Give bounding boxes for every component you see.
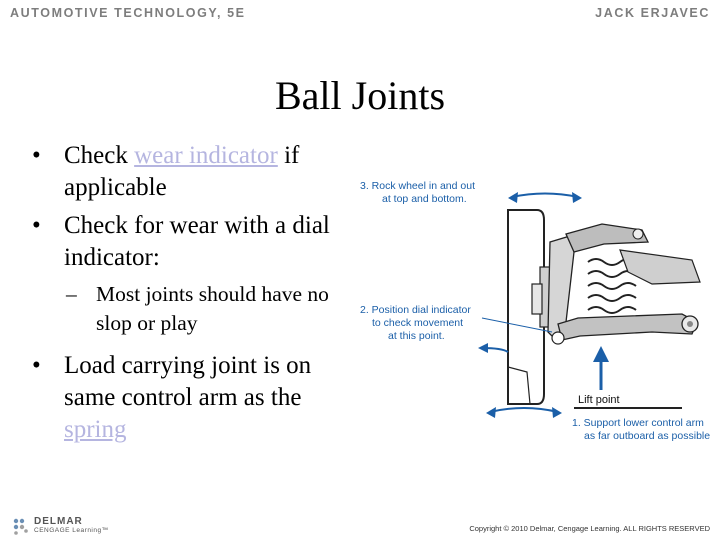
caption-line: 2. Position dial indicator	[360, 304, 471, 316]
arrow-head-icon	[486, 407, 496, 418]
bullet-wear-indicator: • Check wear indicator if applicable	[30, 140, 360, 204]
arrow-head-icon	[552, 407, 562, 418]
hub-icon	[531, 283, 543, 315]
arrow-head-icon	[478, 343, 488, 353]
copyright-notice: Copyright © 2010 Delmar, Cengage Learnin…	[469, 524, 710, 533]
slide-title: Ball Joints	[274, 73, 446, 118]
delmar-logo: DELMAR CENGAGE Learning™	[12, 515, 122, 539]
header-course-title: AUTOMOTIVE TECHNOLOGY, 5E	[10, 6, 246, 20]
bullet-dial-indicator: • Check for wear with a dial indicator:	[30, 210, 360, 274]
logo-text: DELMAR	[34, 516, 83, 527]
caption-line: 3. Rock wheel in and out	[360, 180, 475, 192]
caption-line: as far outboard as possible	[584, 430, 711, 442]
caption-rock-wheel: 3. Rock wheel in and out at top and bott…	[360, 180, 475, 206]
rock-arrow-top-icon	[511, 192, 579, 198]
bullet-text: Check for wear with a dial indicator:	[64, 212, 330, 271]
dial-indicator-icon	[551, 331, 565, 345]
ball-joint-check-diagram: 3. Rock wheel in and out at top and bott…	[352, 172, 720, 472]
bullet-text: if applicable	[64, 142, 300, 201]
caption-line: to check movement	[372, 317, 464, 329]
tire-icon	[507, 209, 545, 405]
bullet-dot-icon: •	[32, 212, 41, 239]
lower-control-arm-icon	[557, 313, 698, 341]
rock-arrow-bottom-icon	[489, 407, 559, 413]
caption-support-arm: 1. Support lower control arm as far outb…	[572, 417, 710, 443]
bullet-dot-icon: •	[32, 142, 41, 169]
header-author: JACK ERJAVEC	[595, 6, 710, 20]
delmar-logo-icon	[13, 518, 28, 535]
upper-control-arm-icon	[565, 223, 650, 253]
bullet-text: Check	[64, 142, 135, 169]
caption-line: at top and bottom.	[382, 193, 467, 205]
arrow-head-icon	[508, 192, 518, 203]
sub-bullet-text: Most joints should have no slop or play	[96, 282, 329, 335]
logo-subtext: CENGAGE Learning™	[34, 527, 109, 534]
bullet-dot-icon: •	[32, 352, 41, 379]
sub-bullet-dash-icon: –	[66, 282, 77, 306]
spring-link[interactable]: spring	[64, 416, 127, 443]
frame-bracket-icon	[619, 249, 701, 285]
suspension-illustration	[478, 192, 701, 418]
caption-line: at this point.	[388, 330, 445, 342]
arrow-head-icon	[572, 192, 582, 203]
bullet-list: • Check wear indicator if applicable • C…	[30, 140, 360, 452]
caption-line: 1. Support lower control arm	[572, 417, 704, 429]
bullet-load-carrying: • Load carrying joint is on same control…	[30, 350, 360, 446]
wear-indicator-link[interactable]: wear indicator	[134, 142, 278, 169]
coil-spring-icon	[587, 258, 637, 314]
bullet-text: Load carrying joint is on same control a…	[64, 352, 312, 411]
lift-point-label: Lift point	[578, 394, 620, 406]
sub-bullet-no-slop: – Most joints should have no slop or pla…	[30, 280, 360, 338]
caption-position-dial: 2. Position dial indicator to check move…	[360, 304, 471, 343]
